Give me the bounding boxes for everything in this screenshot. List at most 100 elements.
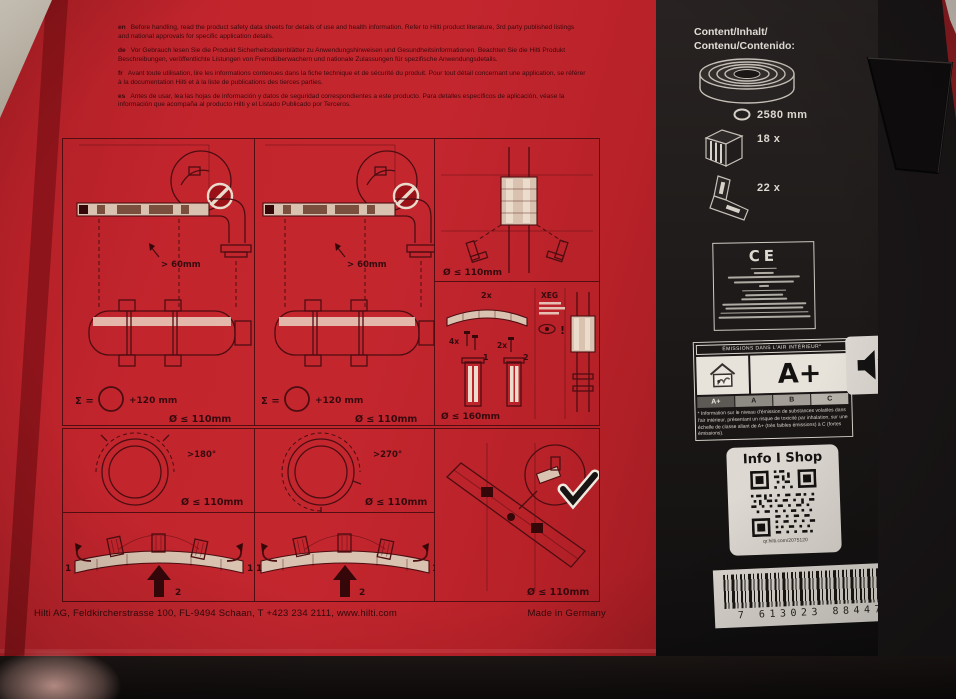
ce-fine-print-line <box>733 280 794 284</box>
wrap-strip <box>76 202 210 217</box>
strap-clip <box>151 533 166 553</box>
step-number: 2 <box>523 353 529 362</box>
wrap-strip <box>262 202 396 217</box>
emission-scale: A+ A B C <box>697 393 849 408</box>
wrap-strip-curved <box>446 309 528 327</box>
diagram-pipe-elbow-wrap: > 60mm Σ = +120 mm Ø ≤ 110mm <box>261 144 435 425</box>
ce-fine-print-line <box>727 275 800 279</box>
content-title: Content/Inhalt/ Contenu/Contenido: <box>694 26 795 53</box>
ce-fine-print-line <box>720 310 809 315</box>
safety-note-text: Antes de usar, lea las hojas de informac… <box>118 92 565 109</box>
up-arrow-icon <box>333 565 357 597</box>
attention-mark: ! <box>560 324 565 337</box>
instruction-grid-bottom: >180° Ø ≤ 110mm >270° Ø ≤ 110mm <box>62 428 600 602</box>
panel-wrap-180: >180° Ø ≤ 110mm <box>63 429 255 513</box>
lang-code: es <box>118 92 126 100</box>
clip-count: 18 x <box>757 133 781 145</box>
ce-fine-print-line <box>753 271 774 274</box>
qr-code <box>749 468 819 538</box>
diameter-label: Ø ≤ 110mm <box>365 497 427 508</box>
diameter-label: Ø ≤ 110mm <box>527 587 589 598</box>
made-in-label: Made in Germany <box>527 608 606 619</box>
scale-cell-a: A <box>735 395 773 407</box>
speaker-tile <box>845 335 893 395</box>
diagram-strap-install: 1 1 2 <box>256 533 435 598</box>
diagram-pipe-elbow-wrap: > 60mm Σ = +120 mm Ø ≤ 110mm <box>75 144 252 425</box>
panel-strap-install-1: 1 1 2 <box>63 513 255 601</box>
barcode-label: 7 613023 884477 <box>712 561 920 629</box>
box-bottom-edge-highlight <box>0 649 660 653</box>
add-label: +120 mm <box>129 396 177 406</box>
diameter-label: Ø ≤ 110mm <box>443 267 502 278</box>
add-label: +120 mm <box>315 396 363 406</box>
bracket-item-icon <box>709 175 749 221</box>
clip-item-icon <box>704 129 744 167</box>
ref-label: XEG <box>541 291 558 300</box>
floor-shadow <box>0 656 956 699</box>
channel-bracket-2 <box>506 361 522 407</box>
wrap-strap <box>74 550 244 574</box>
emission-label: ÉMISSIONS DANS L'AIR INTÉRIEUR* A+ A+ A … <box>692 337 854 442</box>
ce-mark: CE <box>748 246 779 266</box>
qr-url: qr.hilti.com/2075120 <box>762 537 808 545</box>
ce-fine-print-line <box>722 301 807 306</box>
barcode-bars <box>723 567 909 610</box>
diagram-wrap-angle: >180° Ø ≤ 110mm <box>95 432 243 508</box>
step1-label-right: 1 <box>432 564 435 574</box>
safety-note-text: Vor Gebrauch lesen Sie die Produkt Siche… <box>118 46 566 63</box>
diameter-label: Ø ≤ 160mm <box>441 411 500 422</box>
content-title-line2: Contenu/Contenido: <box>694 39 795 52</box>
diagram-brackets: 2x 4x 1 2x 2 XEG ! <box>441 288 596 422</box>
diameter-icon <box>733 108 751 121</box>
pipe-clip <box>164 299 182 312</box>
manufacturer-address: Hilti AG, Feldkircherstrasse 100, FL-949… <box>34 608 398 619</box>
diagram-vertical-pipe: Ø ≤ 110mm <box>441 147 593 278</box>
diameter-label: Ø ≤ 110mm <box>355 414 417 425</box>
angle-bracket <box>465 240 489 264</box>
ce-fine-print-line <box>758 285 770 288</box>
ce-label: CE <box>712 241 816 331</box>
sum-label: Σ = <box>75 396 94 407</box>
strap-clip <box>106 535 125 558</box>
scale-cell-aplus: A+ <box>697 396 735 408</box>
ce-fine-print-line <box>742 289 787 292</box>
footer: Hilti AG, Feldkircherstrasse 100, FL-949… <box>34 608 606 619</box>
strap-clip <box>190 538 209 561</box>
eye-icon <box>538 323 556 335</box>
house-icon <box>709 363 736 388</box>
diagram-wrap-angle: >270° Ø ≤ 110mm <box>281 432 427 513</box>
step1-label-left: 1 <box>65 564 71 574</box>
instruction-grid-top: > 60mm Σ = +120 mm Ø ≤ 110mm <box>62 138 600 426</box>
wrap-roll-icon <box>699 58 795 104</box>
sum-label: Σ = <box>261 396 280 407</box>
up-arrow-icon <box>147 565 171 597</box>
emission-house-cell <box>696 355 750 395</box>
pipe-circumference-icon <box>98 386 124 412</box>
diagram-board-check: Ø ≤ 110mm <box>446 443 599 598</box>
lang-code: de <box>118 46 126 54</box>
panel-vertical-pipe: Ø ≤ 110mm <box>435 139 599 282</box>
panel-board-check: Ø ≤ 110mm <box>435 429 599 601</box>
diameter-label: Ø ≤ 110mm <box>181 497 243 508</box>
roll-length-row: 2580 mm <box>733 108 808 121</box>
emission-grade: A+ <box>750 353 850 394</box>
roll-length-value: 2580 mm <box>757 108 808 121</box>
angle-bracket <box>545 239 569 263</box>
panel-wrap-270: >270° Ø ≤ 110mm <box>255 429 435 513</box>
step1-label-right: 1 <box>247 564 253 574</box>
scale-cell-b: B <box>773 394 811 406</box>
step2-label: 2 <box>175 588 181 598</box>
offset-label: > 60mm <box>161 260 201 270</box>
detail-inset-circle <box>524 444 586 506</box>
pipe-clip <box>118 299 136 312</box>
diameter-label: Ø ≤ 110mm <box>169 414 231 425</box>
wrap-strap <box>260 550 430 574</box>
ce-fine-print-line <box>741 297 788 301</box>
emission-footnote: * Information sur le niveau d'émission d… <box>697 407 848 438</box>
offset-label: > 60mm <box>347 260 387 270</box>
bracket-count: 22 x <box>757 182 781 194</box>
